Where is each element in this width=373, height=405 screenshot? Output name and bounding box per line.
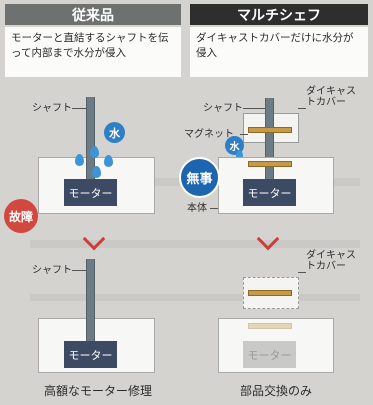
- background-band: [30, 294, 360, 301]
- leader-line: [72, 270, 86, 271]
- water-drop-icon: [90, 146, 99, 158]
- shaft: [86, 259, 95, 341]
- water-drop-icon: [236, 150, 243, 159]
- shaft: [265, 167, 274, 179]
- body-label: 本体: [187, 203, 207, 214]
- safe-badge: 無事: [179, 157, 220, 198]
- leader-line: [240, 134, 248, 135]
- shaft-label: シャフト: [32, 265, 72, 276]
- multichef-header: マルチシェフ: [190, 4, 368, 25]
- magnet-lower: [248, 161, 292, 167]
- multichef-caption: 部品交換のみ: [239, 384, 312, 398]
- shaft-label: シャフト: [32, 103, 72, 114]
- diecast-cover-label: ダイキャストカバー: [306, 86, 356, 108]
- motor: モーター: [64, 341, 117, 368]
- leader-line: [243, 108, 269, 109]
- magnet-label: マグネット: [184, 129, 234, 140]
- magnet-upper: [248, 127, 292, 133]
- failure-badge: 故障: [4, 199, 38, 233]
- leader-line: [210, 208, 218, 209]
- magnet-lower: [248, 323, 292, 329]
- background-band: [30, 240, 360, 248]
- water-badge: 水: [104, 122, 125, 143]
- motor: モーター: [243, 179, 296, 206]
- leader-line: [298, 108, 306, 109]
- conventional-description: モーターと直結するシャフトを伝って内部まで水分が侵入: [5, 27, 181, 77]
- conventional-header: 従来品: [5, 4, 181, 25]
- motor-faded: モーター: [243, 341, 296, 368]
- shaft: [86, 97, 95, 179]
- magnet-upper: [248, 290, 292, 296]
- multichef-description: ダイキャストカバーだけに水分が侵入: [190, 27, 368, 77]
- shaft: [265, 98, 274, 168]
- water-drop-icon: [104, 155, 113, 167]
- shaft-label: シャフト: [203, 103, 243, 114]
- motor: モーター: [64, 179, 117, 206]
- diecast-cover-label: ダイキャストカバー: [306, 250, 356, 272]
- leader-line: [298, 272, 306, 273]
- leader-line: [72, 108, 86, 109]
- conventional-caption: 高額なモーター修理: [43, 384, 152, 398]
- water-drop-icon: [75, 154, 84, 166]
- shaft: [86, 318, 95, 341]
- water-drop-icon: [92, 166, 101, 178]
